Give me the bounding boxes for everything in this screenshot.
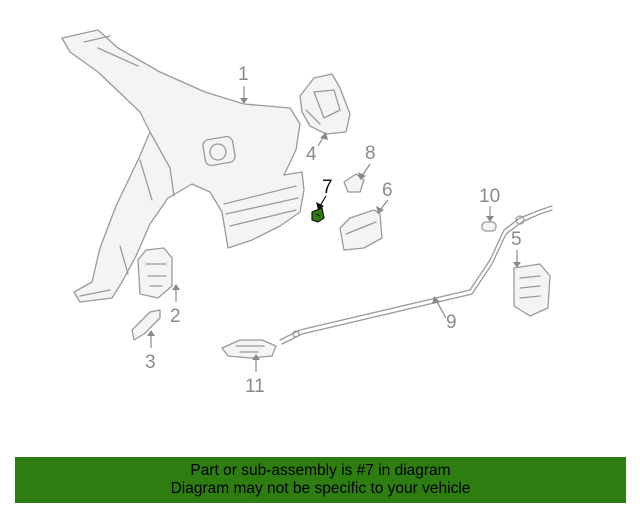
callout-5: 5 bbox=[511, 229, 522, 268]
callout-11: 11 bbox=[245, 354, 265, 397]
svg-text:8: 8 bbox=[365, 143, 376, 164]
svg-text:2: 2 bbox=[170, 306, 181, 327]
bracket-part-2[interactable] bbox=[137, 247, 173, 299]
parts-diagram: 1 2 3 4 5 6 7 8 9 10 bbox=[61, 29, 553, 397]
callout-8: 8 bbox=[358, 143, 376, 180]
svg-text:6: 6 bbox=[382, 180, 393, 201]
callout-3: 3 bbox=[145, 330, 156, 373]
callout-7: 7 bbox=[316, 177, 333, 210]
svg-text:10: 10 bbox=[479, 186, 500, 207]
bracket-part-4[interactable] bbox=[299, 73, 351, 135]
callout-2: 2 bbox=[170, 284, 181, 327]
banner-line-disclaimer: Diagram may not be specific to your vehi… bbox=[170, 480, 471, 497]
lever-part-11[interactable] bbox=[221, 339, 277, 359]
screw-part-7[interactable] bbox=[311, 207, 325, 223]
quarter-panel-part-1[interactable] bbox=[61, 29, 305, 303]
callout-10: 10 bbox=[479, 186, 500, 222]
fuel-door-part-6[interactable] bbox=[339, 209, 383, 251]
grommet-part-10[interactable] bbox=[481, 221, 497, 232]
svg-text:1: 1 bbox=[238, 64, 249, 85]
callout-4: 4 bbox=[306, 132, 328, 165]
callout-6: 6 bbox=[376, 180, 393, 214]
banner-line-part-number: Part or sub-assembly is #7 in diagram bbox=[190, 462, 451, 479]
svg-text:4: 4 bbox=[306, 144, 317, 165]
svg-text:11: 11 bbox=[245, 376, 265, 397]
info-banner: Part or sub-assembly is #7 in diagram Di… bbox=[15, 457, 626, 503]
svg-text:9: 9 bbox=[446, 312, 457, 333]
svg-text:3: 3 bbox=[145, 352, 156, 373]
svg-text:7: 7 bbox=[322, 177, 333, 198]
callout-1: 1 bbox=[238, 64, 249, 104]
clip-part-8[interactable] bbox=[343, 173, 365, 193]
strip-part-3[interactable] bbox=[131, 309, 161, 341]
svg-text:5: 5 bbox=[511, 229, 522, 250]
cable-part-9[interactable] bbox=[279, 205, 553, 345]
callout-9: 9 bbox=[432, 296, 457, 333]
housing-part-5[interactable] bbox=[513, 263, 551, 317]
